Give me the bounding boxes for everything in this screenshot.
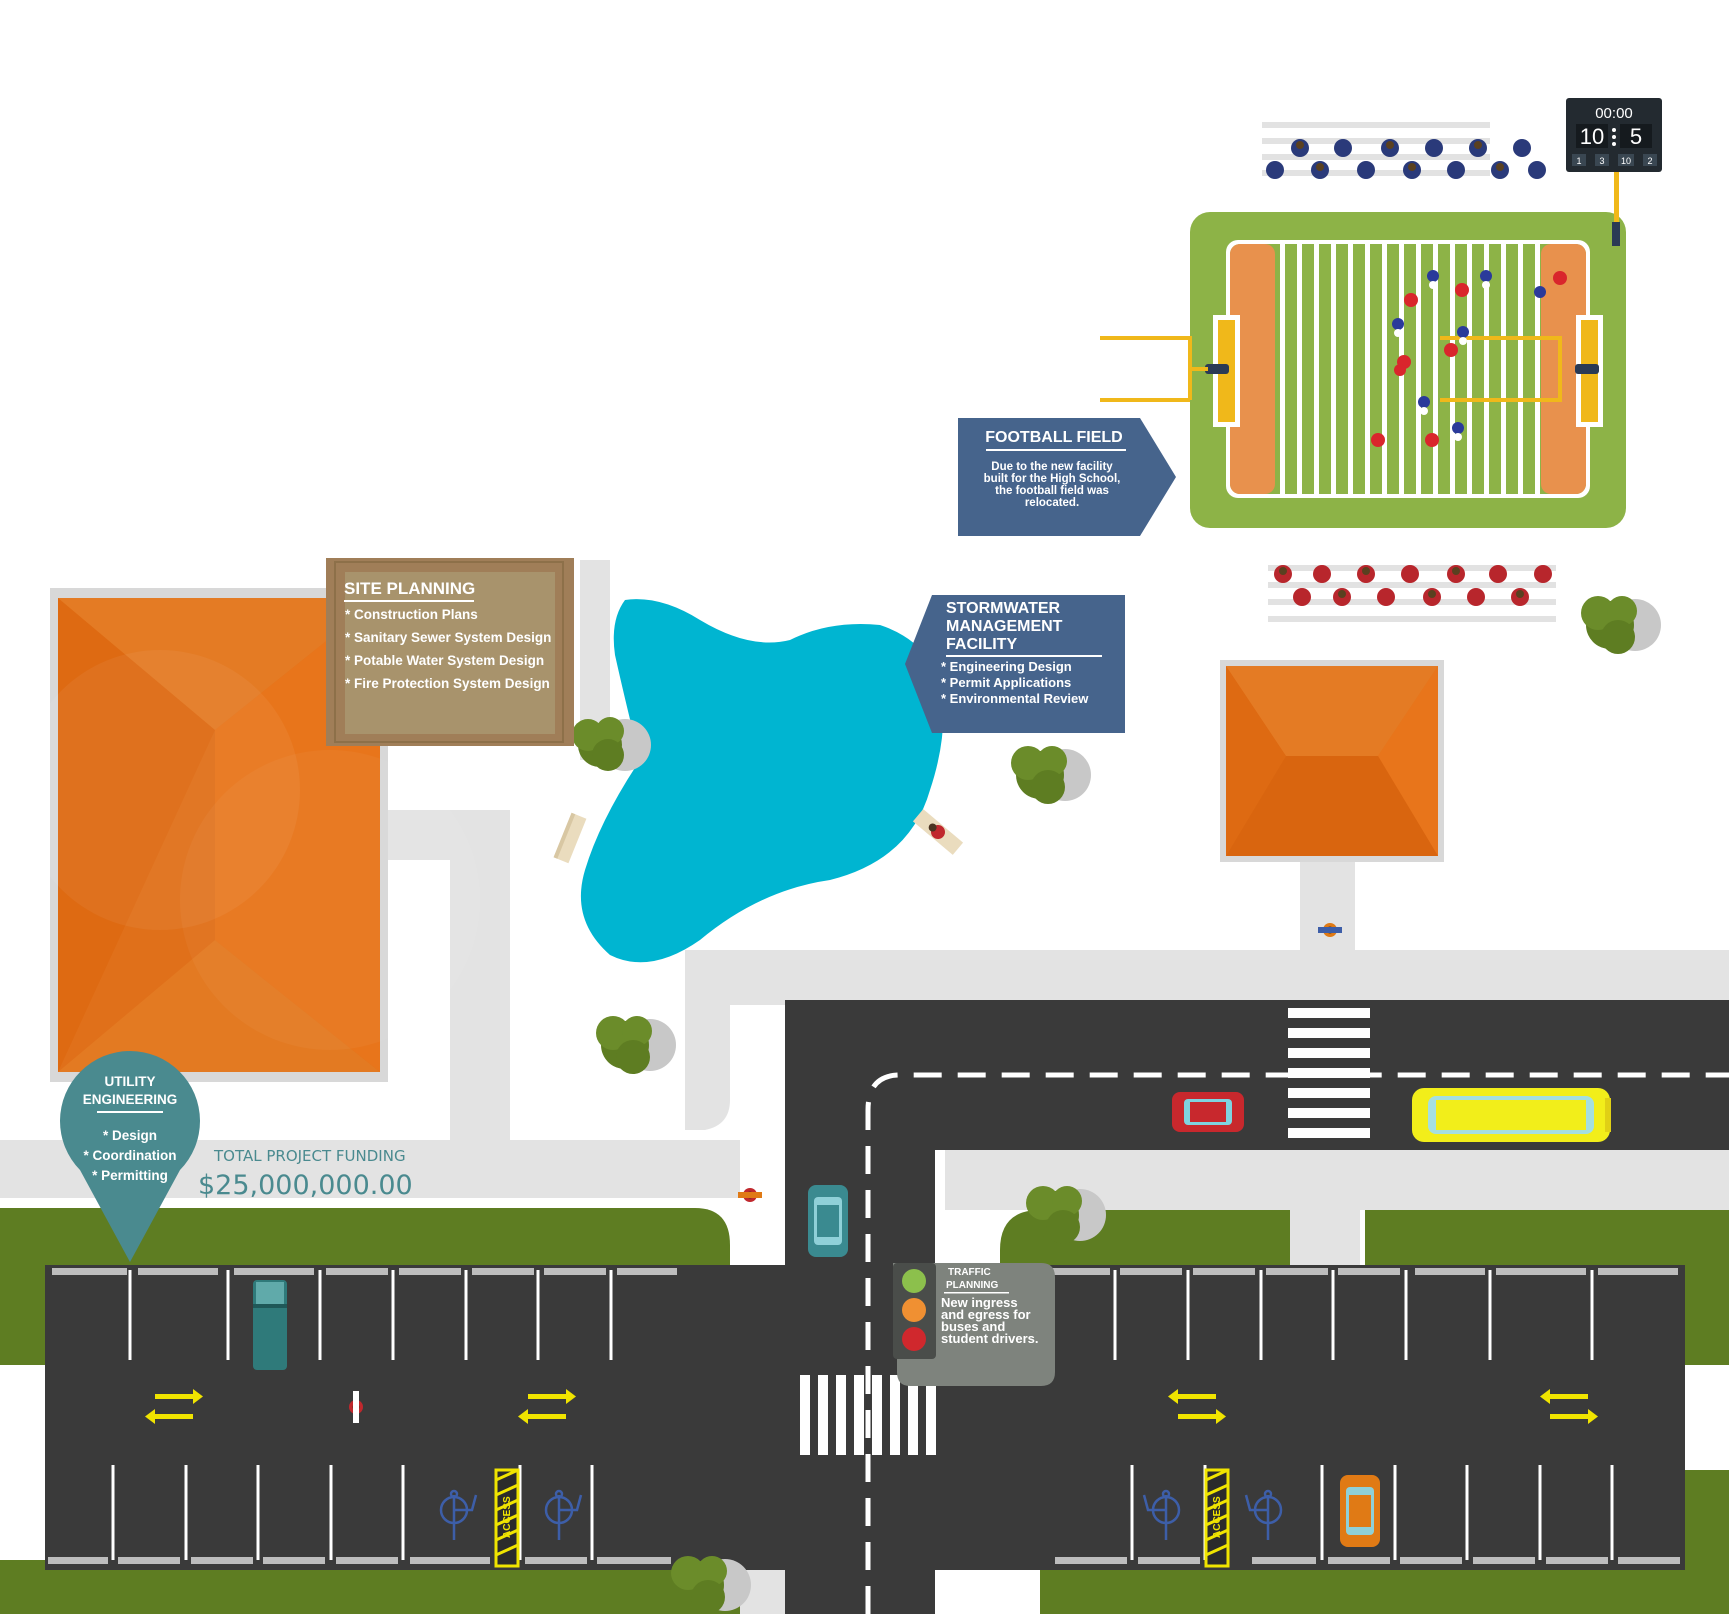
away-score: 5 [1630, 124, 1642, 149]
football-field-title: FOOTBALL FIELD [985, 429, 1122, 446]
funding-amount: $25,000,000.00 [198, 1170, 413, 1201]
stormwater-pond [580, 599, 944, 963]
scoreboard-stat: 3 [1599, 156, 1604, 166]
traffic-light-green-icon [902, 1269, 926, 1293]
football-field-callout: FOOTBALL FIELD Due to the new facility b… [958, 418, 1176, 536]
car-icon [808, 1092, 1380, 1547]
traffic-arrows-icon [145, 1389, 1598, 1424]
secondary-building [1220, 660, 1444, 862]
access-aisle-left: ACCESS [494, 1468, 520, 1568]
site-planning-title: SITE PLANNING [344, 579, 475, 598]
utility-item: * Permitting [92, 1168, 168, 1183]
crosswalk-north [1288, 1008, 1370, 1138]
stormwater-title: STORMWATER [946, 600, 1061, 617]
traffic-body: New ingress [941, 1295, 1018, 1310]
football-field-body: the football field was [995, 485, 1109, 497]
football-field-body: Due to the new facility [991, 461, 1113, 473]
traffic-planning-callout: TRAFFIC PLANNING New ingress and egress … [893, 1263, 1055, 1386]
scoreboard-clock: 00:00 [1595, 105, 1633, 122]
stormwater-title: FACILITY [946, 636, 1017, 653]
site-planning-item: * Fire Protection System Design [345, 676, 550, 691]
traffic-title: TRAFFIC [948, 1267, 991, 1278]
project-funding: TOTAL PROJECT FUNDING $25,000,000.00 [198, 1147, 413, 1201]
utility-item: * Coordination [84, 1148, 177, 1163]
traffic-light-red-icon [902, 1327, 926, 1351]
scoreboard-stat: 1 [1576, 156, 1581, 166]
tree-icon [572, 596, 1661, 1614]
scoreboard-stat: 10 [1621, 156, 1631, 166]
site-planning-item: * Construction Plans [345, 607, 478, 622]
wheelchair-icon [439, 1489, 1283, 1540]
traffic-body: buses and [941, 1319, 1005, 1334]
traffic-body: student drivers. [941, 1331, 1039, 1346]
site-planning-item: * Potable Water System Design [345, 653, 544, 668]
bleachers-north [1262, 122, 1546, 179]
player-icon [1371, 270, 1567, 447]
football-field [1100, 212, 1626, 528]
bench-icon [553, 809, 964, 864]
scoreboard: 00:00 10 5 1 3 10 2 [1566, 98, 1662, 246]
traffic-title: PLANNING [946, 1280, 998, 1291]
stormwater-item: * Environmental Review [941, 691, 1089, 706]
parking-bumpers-right [1050, 1268, 1680, 1564]
parking-bumpers-left [48, 1268, 677, 1564]
parking-lot-left [45, 1265, 680, 1570]
traffic-light-amber-icon [902, 1298, 926, 1322]
access-label: ACCESS [1212, 1496, 1223, 1538]
utility-title: UTILITY [105, 1074, 156, 1089]
crosswalk-south [800, 1375, 936, 1455]
parking-stalls-left [111, 1270, 613, 1560]
utility-title: ENGINEERING [83, 1092, 178, 1107]
utility-engineering-callout: UTILITY ENGINEERING * Design * Coordinat… [60, 1051, 201, 1262]
stormwater-item: * Engineering Design [941, 659, 1072, 674]
site-planning-callout: SITE PLANNING * Construction Plans * San… [326, 558, 574, 746]
parking-stalls-right [1113, 1270, 1614, 1560]
truck-icon [253, 1280, 287, 1370]
road-markings [865, 1072, 1729, 1614]
football-field-body: built for the High School, [984, 473, 1121, 485]
scoreboard-stat: 2 [1647, 156, 1652, 166]
stormwater-title: MANAGEMENT [946, 618, 1063, 635]
bleachers-south [1268, 565, 1556, 622]
school-bus-icon [1412, 1088, 1611, 1142]
access-aisle-right: ACCESS [1204, 1468, 1230, 1568]
pedestrian-icon [349, 923, 1342, 1423]
home-score: 10 [1580, 124, 1604, 149]
stormwater-callout: STORMWATER MANAGEMENT FACILITY * Enginee… [905, 595, 1125, 733]
stormwater-item: * Permit Applications [941, 675, 1071, 690]
utility-item: * Design [103, 1128, 157, 1143]
football-field-body: relocated. [1025, 497, 1079, 509]
funding-label: TOTAL PROJECT FUNDING [213, 1147, 406, 1165]
goal-post-icon [1100, 315, 1603, 427]
access-label: ACCESS [502, 1496, 513, 1538]
site-planning-item: * Sanitary Sewer System Design [345, 630, 551, 645]
traffic-body: and egress for [941, 1307, 1031, 1322]
